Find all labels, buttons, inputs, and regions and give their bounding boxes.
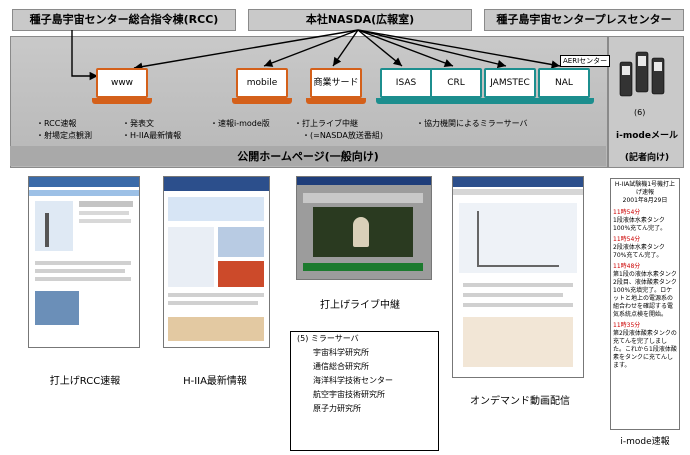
mirror-item: 通信総合研究所 [313,362,369,371]
imode-caption: i-mode速報 [620,437,670,447]
bullet-item: 速報i-mode版 [210,118,270,130]
mobile-server-icon: mobile [232,68,292,104]
commercial-label: 商業サード [310,68,362,98]
h2a-page-thumbnail [163,176,270,348]
imode-time: 11時48分 [613,263,641,270]
rcc-caption: 打上げRCC速報 [49,376,121,387]
public-homepage-title: 公開ホームページ(一般向け) [237,150,379,163]
crl-server-icon: CRL [426,68,486,104]
press-count: (6) [634,108,646,117]
arrow-rcc-www [71,30,98,81]
imode-title: H-IIA試験機1号機打上げ速報 [614,181,676,196]
nasda-header: 本社NASDA(広報室) [248,9,472,31]
arrow-nasda-nal [357,29,561,69]
isas-label: ISAS [380,68,432,98]
mobile-phones-icon [619,51,665,97]
bullet-item-sub: (=NASDA放送番組) [294,130,383,142]
imode-time: 11時54分 [613,236,641,243]
mirror-item: 海洋科学技術センター [313,376,393,385]
partner-bullets: 協力機関によるミラーサーバ [416,118,528,130]
press-label-1: i-modeメール [616,131,678,141]
live-player-thumbnail [296,176,432,280]
rcc-header: 種子島宇宙センター総合指令棟(RCC) [12,9,236,31]
nal-label: NAL [538,68,590,98]
www-bullets-left: RCC速報 射場定点観測 [36,118,92,142]
imode-date: 2001年8月29日 [622,197,668,204]
isas-server-icon: ISAS [376,68,436,104]
press-center-header: 種子島宇宙センタープレスセンター [484,9,684,31]
imode-text: 第1段の液体水素タンク2段目、液体酸素タンク100%充填完了。ロケットと地上の電… [613,271,677,318]
arrow-nasda-mobile [263,29,359,67]
mirror-server-box: (5) ミラーサーバ 宇宙科学研究所 通信総合研究所 海洋科学技術センター 航空… [290,331,439,451]
www-bullets-right: 発表文 H-IIA最新情報 [122,118,181,142]
bullet-item: 打上ライブ中継 [294,118,383,130]
crl-label: CRL [430,68,482,98]
commercial-server-icon: 商業サード [306,68,366,104]
aeri-tag: AERIセンター [560,55,611,67]
rcc-page-thumbnail [28,176,140,348]
mobile-label: mobile [236,68,288,98]
mirror-item: 宇宙科学研究所 [313,348,369,357]
mirror-item: 原子力研究所 [313,404,361,413]
imode-time: 11時54分 [613,209,641,216]
bullet-item: H-IIA最新情報 [122,130,181,142]
bullet-item: RCC速報 [36,118,92,130]
arrow-nasda-jamstec [357,29,507,69]
mobile-bullets: 速報i-mode版 [210,118,270,130]
nal-server-icon: NAL [534,68,594,104]
ondemand-page-thumbnail [452,176,584,378]
bullet-item: 射場定点観測 [36,130,92,142]
www-server-icon: www [92,68,152,104]
imode-screen: H-IIA試験機1号機打上げ速報 2001年8月29日 11時54分 1段液体水… [610,178,680,430]
imode-text: 2段液体水素タンク70%充てん完了。 [613,244,665,259]
arrow-nasda-isas [357,29,403,67]
press-label-2: (記者向け) [624,153,670,163]
bullet-item: 発表文 [122,118,181,130]
imode-time: 11時35分 [613,322,641,329]
www-label: www [96,68,148,98]
live-caption: 打上げライブ中継 [320,300,400,311]
imode-text: 1段液体水素タンク100%充てん完了。 [613,217,667,232]
h2a-caption: H-IIA最新情報 [183,376,247,387]
mirror-title: (5) ミラーサーバ [297,334,359,343]
mirror-item: 航空宇宙技術研究所 [313,390,385,399]
public-homepage-band-footer [10,146,606,166]
bullet-item: 協力機関によるミラーサーバ [416,118,528,130]
imode-text: 第2段液体酸素タンクの充てんを完了しました。これから1段液体酸素をタンクに充てん… [613,330,677,369]
commercial-bullets: 打上ライブ中継 (=NASDA放送番組) [294,118,383,142]
arrow-nasda-crl [357,29,454,67]
ondemand-caption: オンデマンド動画配信 [470,396,570,407]
jamstec-server-icon: JAMSTEC [480,68,540,104]
arrow-nasda-commercial [332,29,359,67]
arrow-nasda-www [133,29,359,71]
jamstec-label: JAMSTEC [484,68,536,98]
